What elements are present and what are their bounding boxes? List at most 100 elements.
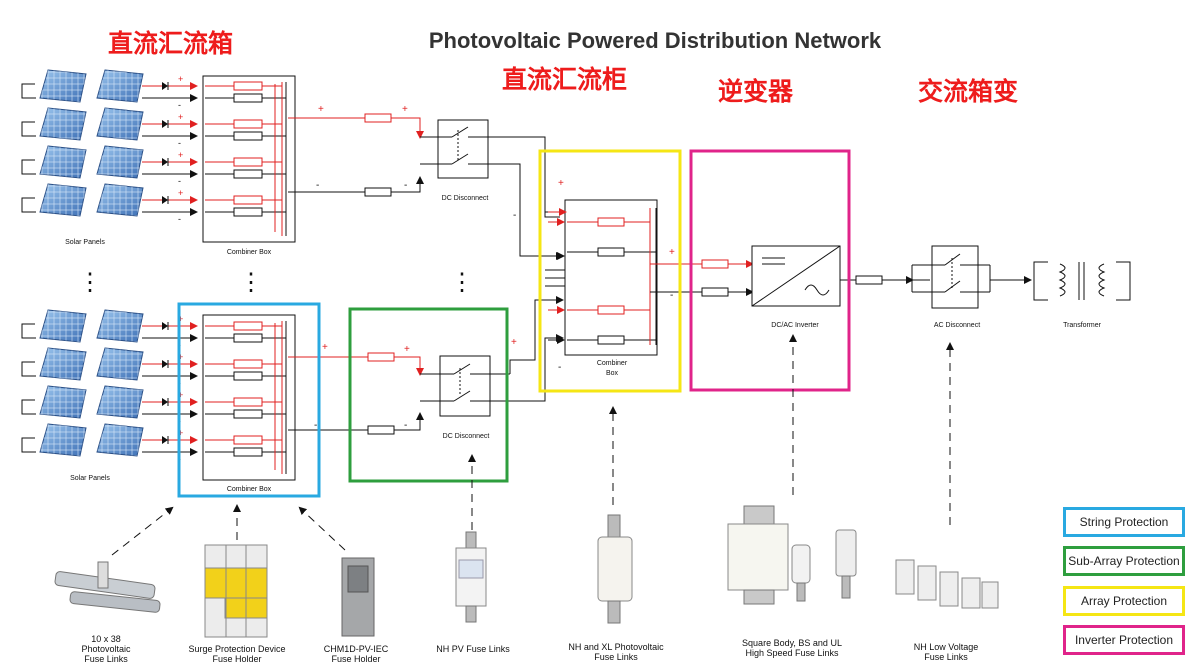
- polarity-plus: +: [178, 428, 183, 438]
- polarity-minus: -: [513, 210, 516, 221]
- string-fuse: [233, 169, 263, 179]
- nh-low-voltage-fuse-links-image: [895, 559, 999, 609]
- solar-panel: [39, 385, 87, 419]
- polarity-minus: -: [558, 362, 561, 373]
- polarity-plus: +: [669, 247, 675, 258]
- dc-disconnect-bottom-label: DC Disconnect: [443, 433, 490, 440]
- array-fuse: [597, 305, 625, 315]
- polarity-minus: -: [404, 180, 407, 191]
- polarity-plus: +: [402, 104, 408, 115]
- solar-panel: [39, 183, 87, 217]
- array-fuse: [597, 247, 625, 257]
- dc-disconnect-top-label: DC Disconnect: [442, 195, 489, 202]
- polarity-plus: +: [558, 178, 564, 189]
- dc-disconnect-top: [437, 119, 489, 179]
- combiner-box-top-label: Combiner Box: [227, 249, 272, 256]
- array-fuse: [597, 217, 625, 227]
- polarity-plus: +: [322, 342, 328, 353]
- string-fuse: [233, 81, 263, 91]
- ellipsis-combiner: ⋮: [239, 269, 263, 296]
- polarity-plus: +: [178, 188, 183, 198]
- inverter-label: DC/AC Inverter: [771, 322, 819, 329]
- combiner-box-bottom-label: Combiner Box: [227, 486, 272, 493]
- surge-protection-device-image: [204, 544, 268, 638]
- solar-panel: [96, 183, 144, 217]
- solar-panels-top-label: Solar Panels: [65, 239, 105, 246]
- solar-panel: [39, 309, 87, 343]
- solar-panel: [96, 309, 144, 343]
- polarity-minus: -: [404, 420, 407, 431]
- sub-array-protection-zone: [348, 307, 509, 483]
- ellipsis-disconnect: ⋮: [450, 269, 474, 296]
- polarity-plus: +: [178, 352, 183, 362]
- nh-pv-fuse-links-image: [455, 531, 487, 623]
- solar-panel: [96, 347, 144, 381]
- solar-panels-bottom-label: Solar Panels: [70, 475, 110, 482]
- solar-panel: [96, 423, 144, 457]
- array-protection-zone: [538, 149, 682, 393]
- transformer-symbol: [1033, 261, 1131, 301]
- ac-disconnect-label: AC Disconnect: [934, 322, 980, 329]
- polarity-minus: -: [178, 100, 181, 110]
- string-fuse: [233, 333, 263, 343]
- nh-xl-pv-fuse-links-image: [597, 514, 633, 624]
- inverter-protection-zone: [689, 149, 851, 392]
- string-fuse: [233, 119, 263, 129]
- solar-panel: [39, 69, 87, 103]
- polarity-minus: -: [178, 176, 181, 186]
- ac-disconnect: [931, 245, 979, 309]
- legend-string-protection: String Protection: [1063, 507, 1185, 537]
- string-fuse: [233, 321, 263, 331]
- solar-panel: [39, 107, 87, 141]
- ellipsis-panels: ⋮: [78, 269, 102, 296]
- solar-panel: [96, 385, 144, 419]
- diagram-title: Photovoltaic Powered Distribution Networ…: [429, 28, 882, 53]
- heading-dc-combiner-box: 直流汇流箱: [108, 29, 233, 58]
- heading-inverter: 逆变器: [718, 77, 794, 106]
- polarity-minus: -: [670, 290, 673, 301]
- legend-sub-array-protection: Sub-Array Protection: [1063, 546, 1185, 576]
- string-fuse: [233, 397, 263, 407]
- pv-fuse-links-10x38-image: [54, 561, 161, 613]
- transformer-label: Transformer: [1063, 322, 1102, 329]
- string-fuse: [233, 359, 263, 369]
- string-fuse: [233, 195, 263, 205]
- polarity-minus: -: [316, 180, 319, 191]
- solar-panel: [96, 107, 144, 141]
- solar-panel: [39, 145, 87, 179]
- solar-panel: [96, 145, 144, 179]
- string-fuse: [233, 131, 263, 141]
- string-protection-zone: [177, 302, 321, 498]
- polarity-plus: +: [511, 337, 517, 348]
- string-fuse: [233, 435, 263, 445]
- polarity-plus: +: [318, 104, 324, 115]
- string-fuse: [233, 93, 263, 103]
- string-fuse: [233, 409, 263, 419]
- solar-panel: [96, 69, 144, 103]
- array-fuse: [597, 335, 625, 345]
- string-fuse: [233, 157, 263, 167]
- polarity-minus: -: [314, 420, 317, 431]
- polarity-plus: +: [178, 74, 183, 84]
- polarity-minus: -: [178, 214, 181, 224]
- combiner-box-array-label-1: Combiner: [597, 360, 628, 367]
- string-fuse: [233, 447, 263, 457]
- polarity-plus: +: [404, 344, 410, 355]
- solar-panel: [39, 423, 87, 457]
- polarity-minus: -: [178, 138, 181, 148]
- polarity-plus: +: [178, 150, 183, 160]
- string-fuse: [233, 371, 263, 381]
- polarity-plus: +: [178, 112, 183, 122]
- square-body-fuse-links-image: [727, 505, 857, 605]
- heading-dc-combiner-cabinet: 直流汇流柜: [502, 65, 627, 94]
- heading-ac-box-transformer: 交流箱变: [918, 77, 1018, 106]
- chm1d-fuse-holder-image: [341, 557, 375, 637]
- legend-array-protection: Array Protection: [1063, 586, 1185, 616]
- solar-panel: [39, 347, 87, 381]
